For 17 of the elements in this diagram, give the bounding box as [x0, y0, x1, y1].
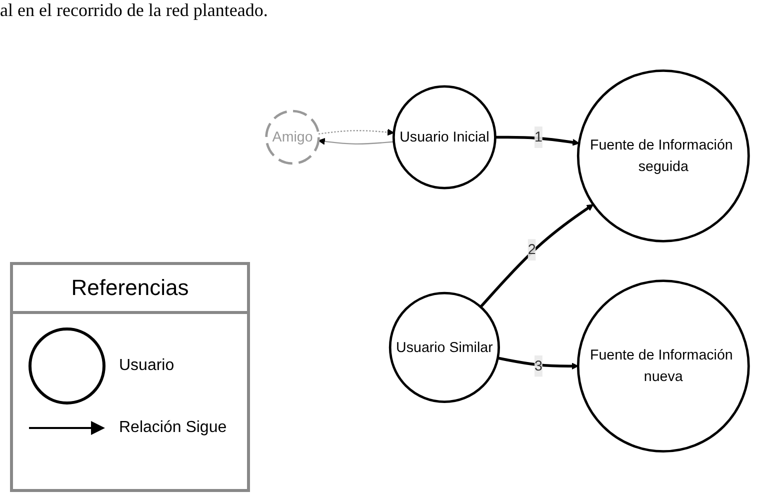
circle-node: Fuente de Información seguida: [576, 69, 750, 242]
arrow: [318, 138, 394, 145]
legend-label: Usuario: [119, 357, 174, 375]
circle-node: Usuario Inicial: [392, 85, 496, 190]
edge-label: 2: [528, 239, 536, 261]
circle-node: Usuario Similar: [388, 292, 500, 403]
caption-text: al en el recorrido de la red planteado.: [0, 0, 268, 21]
legend-label: Relación Sigue: [119, 419, 227, 437]
arrow: [495, 136, 580, 146]
arrow: [318, 128, 394, 136]
edge-label: 1: [534, 126, 542, 148]
legend-title: Referencias: [13, 265, 247, 314]
arrow: [497, 356, 578, 370]
circle-node: Amigo: [265, 110, 320, 165]
edge-label: 3: [534, 355, 542, 377]
arrow: [480, 204, 594, 308]
circle-node: Fuente de Información nueva: [576, 280, 750, 453]
